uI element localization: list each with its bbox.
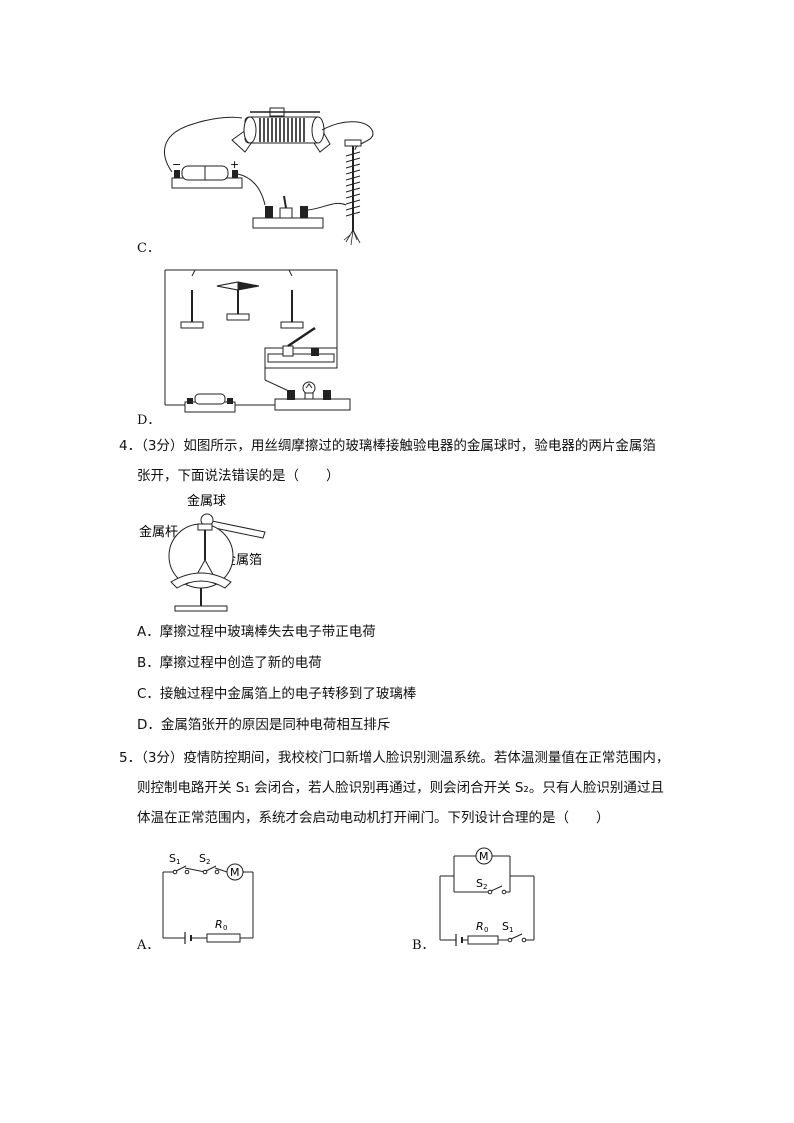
battery-minus-label: − (172, 158, 181, 171)
s2-label-a: S (199, 852, 206, 865)
q5-stem-line-1: 5．（3分）疫情防控期间，我校校门口新增人脸识别测温系统。若体温测量值在正常范围… (119, 750, 670, 766)
metal-rod-label: 金属杆 (139, 524, 178, 540)
q5-stem-line-2: 则控制电路开关 S₁ 会闭合，若人脸识别再通过，则会闭合开关 S₂。只有人脸识别… (137, 780, 664, 796)
q4-option-a: A．摩擦过程中玻璃棒失去电子带正电荷 (137, 624, 376, 640)
s2-label-b: S (476, 877, 483, 890)
figure-q5-option-b: M S 2 R 0 S 1 (439, 847, 535, 946)
r0-label-a: R (215, 918, 223, 931)
s1-sub-b: 1 (509, 926, 513, 934)
q5-option-a-label: A． (137, 938, 160, 953)
q4-stem-line-2: 张开，下面说法错误的是（ ） (137, 468, 340, 484)
figure-q5-option-a: M S 1 S 2 R 0 (162, 852, 254, 944)
q4-stem-line-1: 4．（3分）如图所示，用丝绸摩擦过的玻璃棒接触验电器的金属球时，验电器的两片金属… (119, 438, 656, 454)
option-d-label: D． (137, 413, 161, 428)
figure-option-c: − + (164, 107, 374, 246)
motor-label-b: M (479, 850, 489, 863)
q4-option-b: B．摩擦过程中创造了新的电荷 (137, 655, 322, 671)
r0-sub-a: 0 (223, 924, 227, 932)
battery-plus-label: + (230, 158, 239, 171)
q4-option-d: D．金属箔张开的原因是同种电荷相互排斥 (137, 717, 391, 733)
figure-electroscope: 金属球 金属杆 金属箔 (139, 493, 266, 612)
s1-sub-a: 1 (176, 858, 180, 866)
q5-option-b-label: B． (412, 938, 435, 953)
s1-label-b: S (502, 920, 509, 933)
s2-sub-b: 2 (483, 883, 487, 891)
r0-label-b: R (476, 920, 484, 933)
s1-label-a: S (169, 852, 176, 865)
r0-sub-b: 0 (484, 926, 488, 934)
figure-option-d (164, 269, 351, 413)
q4-option-c: C．接触过程中金属箔上的电子转移到了玻璃棒 (137, 686, 417, 702)
s2-sub-a: 2 (206, 858, 210, 866)
metal-ball-label: 金属球 (187, 493, 226, 509)
option-c-label: C． (137, 241, 160, 256)
q5-stem-line-3: 体温在正常范围内，系统才会启动电动机打开闸门。下列设计合理的是（ ） (137, 810, 610, 826)
motor-label-a: M (230, 866, 240, 879)
